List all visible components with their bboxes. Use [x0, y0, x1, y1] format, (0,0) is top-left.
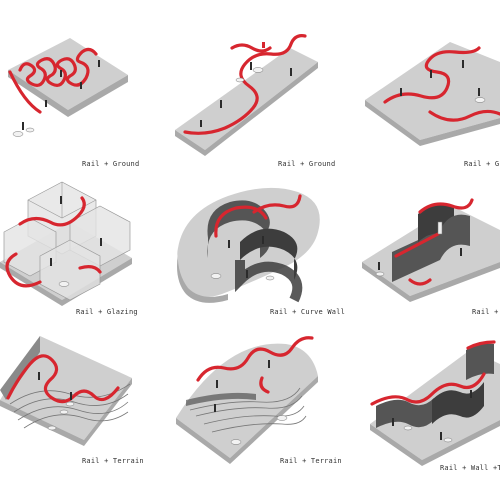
panel-9-label: Rail + Wall +Terra: [440, 464, 500, 472]
panel-4-label: Rail + Glazing: [76, 308, 138, 316]
panel-9-rail-wall-terrain: [370, 340, 500, 466]
panel-5-label: Rail + Curve Wall: [270, 308, 345, 316]
panel-6-rail-wall: [362, 198, 500, 302]
panel-7-rail-terrain: [0, 336, 132, 446]
panel-7-label: Rail + Terrain: [82, 457, 144, 465]
panel-3-rail-ground: [365, 42, 500, 146]
panel-2-rail-ground: [175, 34, 318, 156]
panel-1-rail-ground: [8, 38, 128, 137]
panel-2-label: Rail + Ground: [278, 160, 335, 168]
panel-3-label: Rail + Gr: [464, 160, 500, 168]
panel-8-rail-terrain: [176, 336, 318, 464]
panel-1-label: Rail + Ground: [82, 160, 139, 168]
panel-4-rail-glazing: [0, 181, 132, 306]
panel-6-label: Rail +: [472, 308, 499, 316]
panel-8-label: Rail + Terrain: [280, 457, 342, 465]
panel-5-rail-curve-wall: [177, 187, 320, 303]
